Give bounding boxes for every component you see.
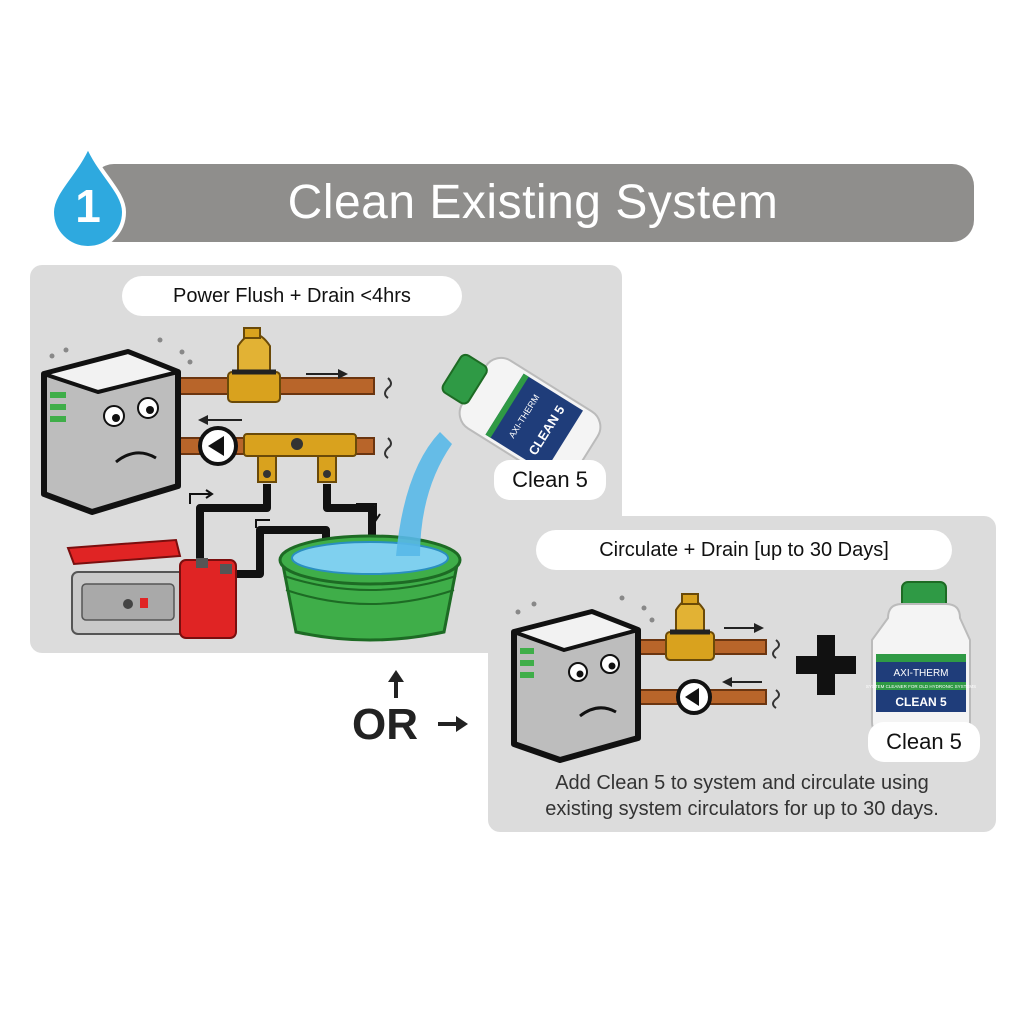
circulate-title: Circulate + Drain [up to 30 Days] xyxy=(536,530,952,570)
clean5-label-a: Clean 5 xyxy=(494,460,606,500)
flush-pump-icon xyxy=(66,538,237,639)
description-line-2: existing system circulators for up to 30… xyxy=(545,798,939,820)
air-separator-b-icon xyxy=(665,593,715,661)
flow-arrow-left-b-icon xyxy=(722,677,762,687)
page-title: Clean Existing System xyxy=(287,176,779,229)
bottle-b-name: CLEAN 5 xyxy=(895,695,947,709)
flow-arrow-right-icon xyxy=(306,369,348,379)
circulator-icon xyxy=(198,426,238,466)
description-line-1: Add Clean 5 to system and circulate usin… xyxy=(555,772,929,794)
plus-icon xyxy=(796,635,856,695)
arrow-right-icon xyxy=(438,716,468,732)
power-flush-title: Power Flush + Drain <4hrs xyxy=(122,276,462,316)
bottle-b-subtitle: SYSTEM CLEANER FOR OLD HYDRONIC SYSTEMS xyxy=(866,684,976,689)
bucket-icon xyxy=(278,534,462,642)
arrow-up-icon xyxy=(388,670,404,698)
water-drop-icon xyxy=(49,140,127,250)
sweating-boiler-b-icon xyxy=(511,595,655,763)
header-bar xyxy=(92,164,974,242)
sweating-boiler-icon xyxy=(41,337,193,515)
bottle-b-brand: AXI-THERM xyxy=(894,668,949,679)
clean5-label-b: Clean 5 xyxy=(868,722,980,762)
flush-valves-icon xyxy=(243,433,357,483)
step-number: 1 xyxy=(75,180,101,232)
or-label: OR xyxy=(352,700,418,749)
flow-arrow-right-b-icon xyxy=(724,623,764,633)
circulate-description: Add Clean 5 to system and circulate usin… xyxy=(500,770,984,822)
circulator-b-icon xyxy=(676,679,712,715)
water-stream-icon xyxy=(396,432,452,556)
air-separator-icon xyxy=(227,327,281,403)
flow-arrow-left-icon xyxy=(198,415,242,425)
